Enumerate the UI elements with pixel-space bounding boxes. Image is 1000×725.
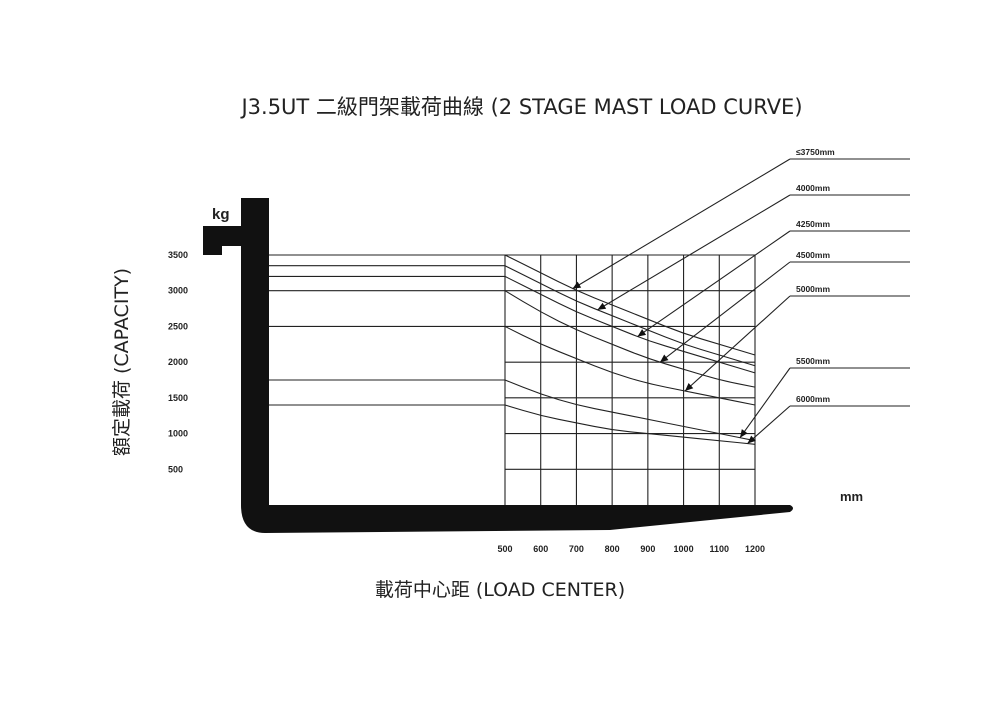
- legend-label: 4000mm: [796, 183, 830, 193]
- x-tick-label: 500: [497, 544, 512, 554]
- y-tick-label: 1000: [168, 429, 188, 439]
- leader-series-2: [637, 230, 791, 338]
- legend-label: 6000mm: [796, 394, 830, 404]
- leader-series-4: [684, 295, 791, 392]
- arrowhead-series-4: [685, 383, 694, 391]
- curve-series-3: [504, 290, 756, 388]
- y-tick-label: 1500: [168, 393, 188, 403]
- legend-leaders: [572, 158, 791, 444]
- y-axis-label: 額定載荷 (CAPACITY): [111, 268, 133, 456]
- arrowhead-series-6: [747, 435, 756, 444]
- arrowhead-series-2: [637, 329, 647, 337]
- load-curves: [504, 254, 756, 445]
- leader-series-6: [747, 405, 791, 444]
- curve-series-4: [504, 325, 756, 406]
- y-tick-label: 2500: [168, 321, 188, 331]
- curve-series-5: [504, 379, 756, 442]
- curve-series-0: [504, 254, 756, 356]
- y-unit-label: kg: [212, 206, 230, 223]
- legend: ≤3750mm 4000mm 4250mm 4500mm 5000mm 5500mm 600…: [790, 147, 910, 407]
- arrowhead-series-1: [597, 302, 607, 310]
- forklift-fork-icon: [203, 198, 793, 533]
- x-tick-label: 1000: [674, 544, 694, 554]
- legend-label: ≤3750mm: [796, 147, 835, 157]
- curve-series-6: [504, 404, 756, 445]
- capacity-lines: [269, 254, 505, 406]
- leader-series-5: [739, 367, 791, 439]
- y-tick-label: 3000: [168, 286, 188, 296]
- legend-label: 4250mm: [796, 219, 830, 229]
- x-tick-label: 700: [569, 544, 584, 554]
- arrowhead-series-5: [740, 429, 748, 438]
- axis-ticks: 500 600 700 800 900 1000 1100 1200 3500 3000 2500 2…: [168, 250, 765, 554]
- x-tick-label: 1200: [745, 544, 765, 554]
- x-tick-label: 600: [533, 544, 548, 554]
- x-unit-label: mm: [840, 489, 863, 504]
- y-tick-label: 2000: [168, 357, 188, 367]
- curve-series-1: [504, 265, 756, 367]
- arrowhead-series-3: [660, 354, 669, 363]
- chart-title: J3.5UT 二級門架載荷曲線 (2 STAGE MAST LOAD CURVE…: [239, 95, 802, 119]
- x-tick-label: 1100: [710, 544, 730, 554]
- grid: [504, 254, 756, 505]
- legend-label: 5000mm: [796, 284, 830, 294]
- x-axis-label: 載荷中心距 (LOAD CENTER): [375, 579, 625, 601]
- y-tick-label: 3500: [168, 250, 188, 260]
- legend-label: 4500mm: [796, 250, 830, 260]
- legend-label: 5500mm: [796, 356, 830, 366]
- x-tick-label: 800: [605, 544, 620, 554]
- arrowhead-series-0: [572, 281, 582, 289]
- leader-series-1: [597, 194, 791, 311]
- x-tick-label: 900: [640, 544, 655, 554]
- y-tick-label: 500: [168, 464, 183, 474]
- leader-series-3: [659, 261, 791, 363]
- leader-series-0: [572, 158, 791, 290]
- curve-series-2: [504, 275, 756, 374]
